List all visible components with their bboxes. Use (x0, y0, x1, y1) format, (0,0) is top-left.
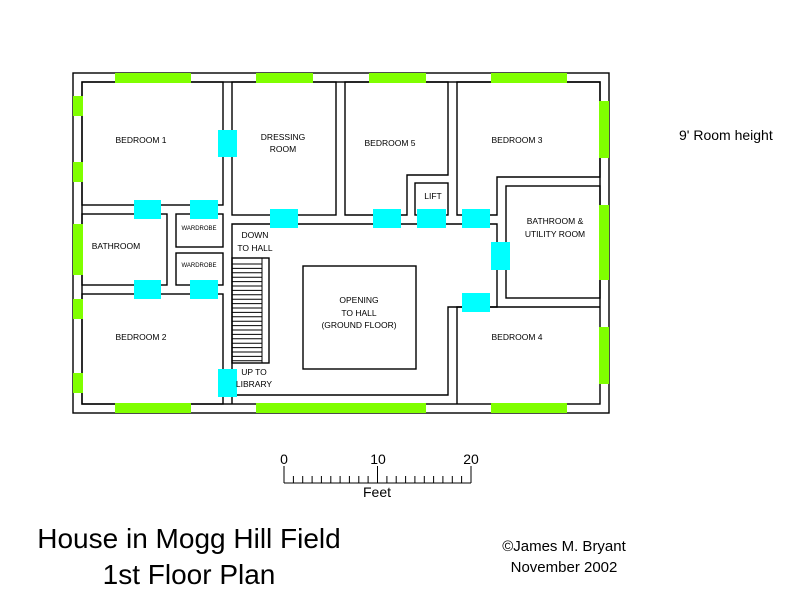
doors (134, 130, 510, 397)
window-bottom-3 (491, 403, 567, 413)
label-bathroom: BATHROOM (92, 241, 140, 251)
scale-label-0: 0 (280, 451, 288, 467)
plan-title-line-2: 1st Floor Plan (103, 559, 276, 590)
room-height-note: 9' Room height (679, 127, 773, 143)
outer-wall-outer (72, 72, 610, 414)
outer-wall-inner (81, 81, 601, 405)
wall-bedroom-2 (81, 293, 224, 405)
credit-author: ©James M. Bryant (502, 538, 626, 555)
window-right-3 (599, 327, 609, 384)
label-bedroom-2: BEDROOM 2 (115, 332, 166, 342)
window-right-1 (599, 101, 609, 158)
door-bedroom-4 (462, 293, 490, 312)
label-dressing-room-line-2: ROOM (270, 144, 296, 154)
label-up-to-library-line-2: LIBRARY (236, 379, 273, 389)
window-top-3 (369, 73, 426, 83)
door-bathroom-utility (491, 242, 510, 270)
window-bottom-2 (256, 403, 426, 413)
window-left-5 (73, 373, 83, 393)
window-left-3 (73, 224, 83, 275)
door-bedroom-1-dressing (218, 130, 237, 157)
window-right-2 (599, 205, 609, 280)
wall-bedroom-4 (456, 306, 600, 404)
label-bathroom-utility-line-2: UTILITY ROOM (525, 229, 585, 239)
label-bathroom-utility-line-1: BATHROOM & (527, 216, 584, 226)
label-up-to-library-line-1: UP TO (241, 367, 267, 377)
door-wardrobe-top (190, 200, 218, 219)
hall-opening (302, 265, 417, 370)
credit-date: November 2002 (511, 559, 618, 576)
door-dressing-room (270, 209, 298, 228)
door-bedroom-1 (134, 200, 161, 219)
door-bedroom-2 (218, 369, 237, 397)
door-bathroom (134, 280, 161, 299)
label-wardrobe-bottom: WARDROBE (181, 263, 216, 269)
scale-unit-label: Feet (363, 484, 391, 500)
label-down-to-hall-line-1: DOWN (242, 230, 269, 240)
label-bedroom-5: BEDROOM 5 (364, 138, 415, 148)
label-opening-line-1: OPENING (339, 295, 378, 305)
walls (72, 72, 610, 414)
window-left-1 (73, 96, 83, 116)
window-bottom-1 (115, 403, 191, 413)
label-bedroom-1: BEDROOM 1 (115, 135, 166, 145)
wall-landing (231, 223, 498, 404)
window-top-2 (256, 73, 313, 83)
door-bedroom-5 (373, 209, 401, 228)
door-wardrobe-bottom (190, 280, 218, 299)
label-opening-line-2: TO HALL (341, 308, 377, 318)
window-left-2 (73, 162, 83, 182)
scale-ticks (283, 466, 472, 484)
wall-bedroom-5 (344, 81, 449, 216)
label-dressing-room-line-1: DRESSING (261, 132, 305, 142)
wall-bathroom-utility (505, 185, 601, 299)
window-top-1 (115, 73, 191, 83)
stair-treads (232, 258, 263, 363)
staircase (231, 257, 270, 364)
scale-label-20: 20 (463, 451, 479, 467)
label-lift: LIFT (424, 191, 441, 201)
door-lift (417, 209, 446, 228)
label-wardrobe-top: WARDROBE (181, 226, 216, 232)
label-bedroom-3: BEDROOM 3 (491, 135, 542, 145)
windows (73, 73, 609, 413)
door-bedroom-3 (462, 209, 490, 228)
label-bedroom-4: BEDROOM 4 (491, 332, 542, 342)
scale-label-10: 10 (370, 451, 386, 467)
plan-title-line-1: House in Mogg Hill Field (37, 523, 340, 554)
label-opening-line-3: (GROUND FLOOR) (321, 320, 396, 330)
window-top-4 (491, 73, 567, 83)
wall-bedroom-3 (456, 81, 601, 216)
window-left-4 (73, 299, 83, 319)
scale-bar: 0 10 20 Feet (280, 451, 479, 500)
label-down-to-hall-line-2: TO HALL (237, 243, 273, 253)
